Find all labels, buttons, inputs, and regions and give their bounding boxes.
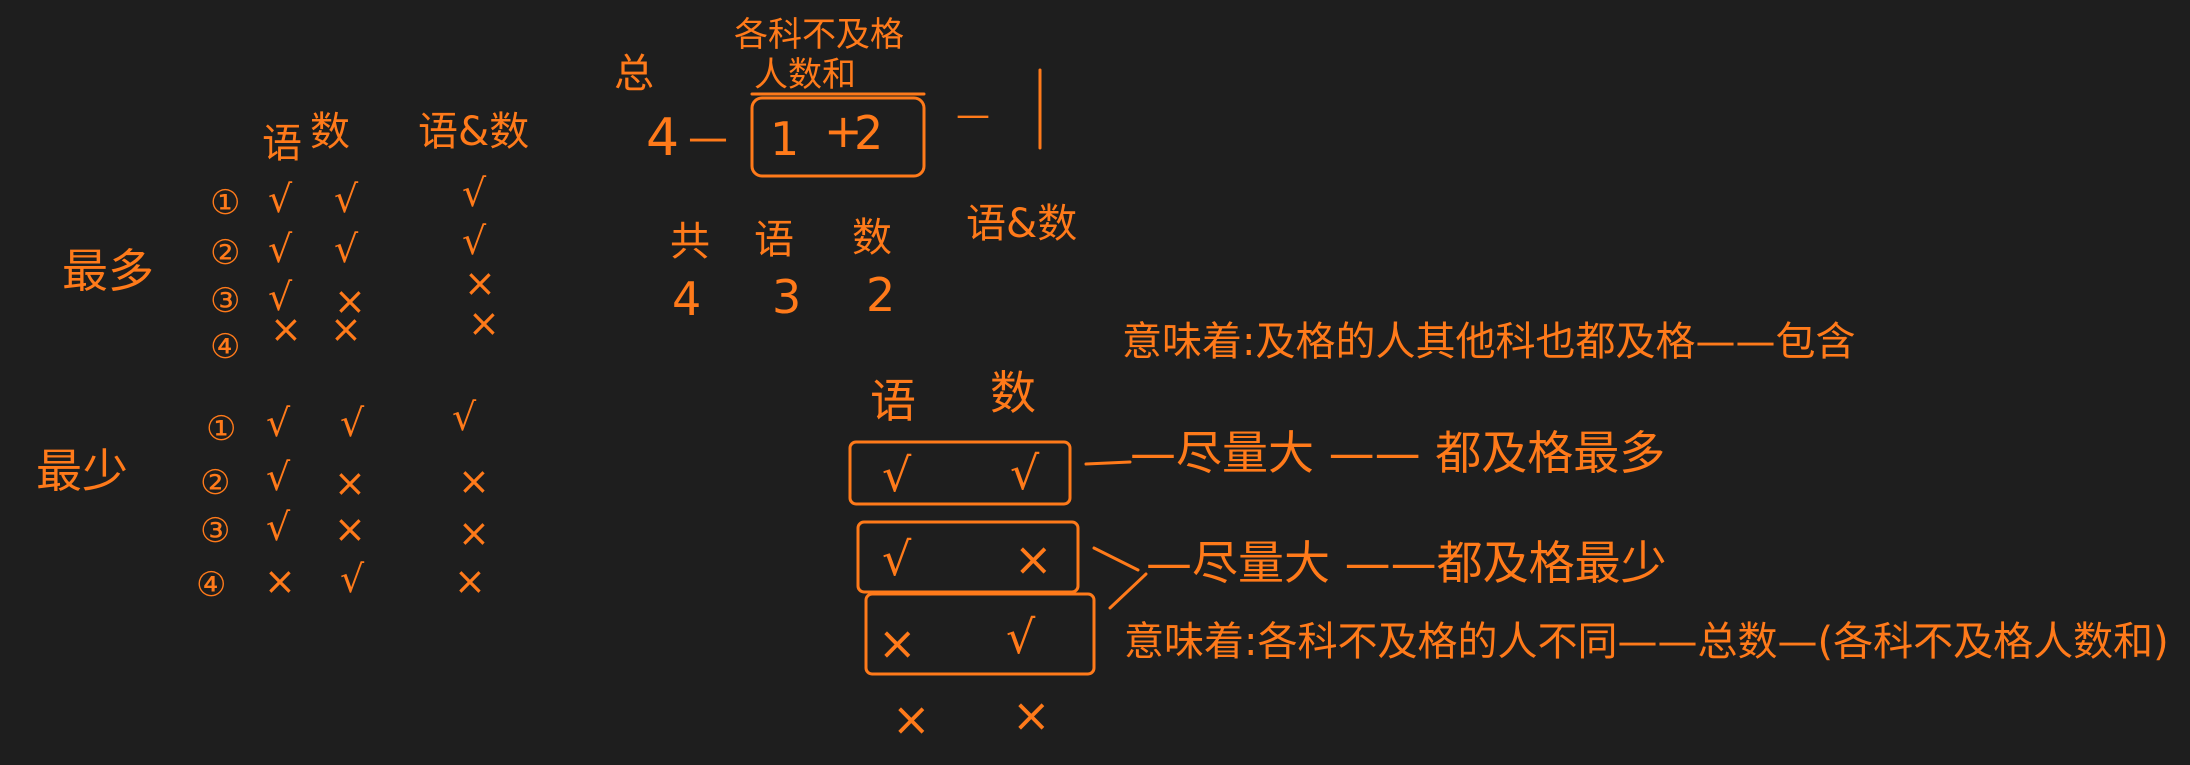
max-row-4-mark-c: ×: [468, 301, 500, 345]
note-meaning-disjoint: 意味着:各科不及格的人不同——总数—(各科不及格人数和): [1124, 619, 2169, 665]
formula-minus-1: —: [688, 115, 728, 161]
min-row-2-mark-c: ×: [458, 459, 490, 503]
max-row-2-mark-c: √: [462, 219, 487, 263]
min-row-4-num: ④: [196, 565, 227, 605]
min-row-3-num: ③: [200, 511, 231, 551]
min-row-4-mark-b: √: [340, 557, 365, 601]
middle-box-3: [864, 592, 1096, 676]
middle-row-4-b: ×: [1012, 688, 1051, 742]
count-header-total: 共: [670, 219, 710, 265]
middle-row-2-b: ×: [1014, 532, 1053, 586]
formula-sum-label-2: 人数和: [754, 55, 856, 95]
note-min-both-pass: —尽量大 ——都及格最少: [1146, 536, 1667, 590]
min-row-1-mark-a: √: [266, 401, 291, 445]
min-row-4-mark-c: ×: [454, 559, 486, 603]
middle-row-4-a: ×: [892, 692, 931, 746]
max-row-3-num: ③: [210, 281, 241, 321]
formula-sum-label-1: 各科不及格: [734, 15, 904, 55]
left-header-math: 数: [310, 109, 350, 155]
count-value-total: 4: [672, 272, 702, 326]
max-row-3-mark-c: ×: [464, 261, 496, 305]
min-row-1-mark-b: √: [340, 401, 365, 445]
middle-row-1-b: √: [1010, 446, 1040, 500]
connector-2: [1092, 546, 1140, 572]
left-header-chinese: 语: [262, 121, 302, 167]
max-row-2-mark-b: √: [334, 227, 359, 271]
middle-row-1-a: √: [882, 448, 912, 502]
max-row-3-mark-a: √: [268, 275, 293, 319]
min-row-2-mark-b: ×: [334, 461, 366, 505]
connector-1: [1084, 460, 1132, 466]
note-max-both-pass: —尽量大 —— 都及格最多: [1130, 426, 1666, 480]
max-row-4-mark-a: ×: [270, 307, 302, 351]
formula-term-2: 2: [854, 106, 884, 160]
max-row-2-mark-a: √: [268, 227, 293, 271]
max-row-4-num: ④: [210, 327, 241, 367]
count-header-math: 数: [852, 215, 892, 261]
max-row-1-num: ①: [210, 183, 241, 223]
formula-term-1: 1: [770, 112, 800, 166]
middle-box-2: [856, 520, 1080, 594]
left-header-both: 语&数: [418, 109, 530, 155]
min-row-3-mark-a: √: [266, 505, 291, 549]
group-min-label: 最少: [36, 444, 128, 498]
connector-3: [1108, 572, 1148, 610]
min-row-1-num: ①: [206, 409, 237, 449]
formula-plus: +: [824, 104, 863, 158]
count-value-math: 2: [866, 268, 896, 322]
min-row-1-mark-c: √: [452, 395, 477, 439]
middle-row-3-b: √: [1006, 610, 1036, 664]
max-row-4-mark-b: ×: [330, 307, 362, 351]
max-row-3-mark-b: ×: [334, 279, 366, 323]
count-value-chinese: 3: [772, 270, 802, 324]
formula-total-label: 总: [614, 51, 654, 97]
max-row-1-mark-a: √: [268, 177, 293, 221]
max-row-2-num: ②: [210, 233, 241, 273]
count-header-both: 语&数: [966, 201, 1078, 247]
count-header-chinese: 语: [754, 217, 794, 263]
min-row-2-num: ②: [200, 463, 231, 503]
min-row-3-mark-c: ×: [458, 511, 490, 555]
min-row-4-mark-a: ×: [264, 559, 296, 603]
group-max-label: 最多: [62, 244, 154, 298]
formula-minus-2: —: [956, 95, 990, 135]
min-row-3-mark-b: ×: [334, 507, 366, 551]
formula-lhs: 4: [646, 108, 680, 168]
middle-header-chinese: 语: [870, 374, 916, 428]
middle-box-1: [848, 440, 1072, 506]
max-row-1-mark-b: √: [334, 177, 359, 221]
formula-box: [750, 96, 926, 178]
middle-row-3-a: ×: [878, 616, 917, 670]
middle-row-2-a: √: [882, 532, 912, 586]
middle-header-math: 数: [990, 366, 1036, 420]
note-meaning-include: 意味着:及格的人其他科也都及格——包含: [1122, 319, 1856, 365]
max-row-1-mark-c: √: [462, 171, 487, 215]
min-row-2-mark-a: √: [266, 455, 291, 499]
